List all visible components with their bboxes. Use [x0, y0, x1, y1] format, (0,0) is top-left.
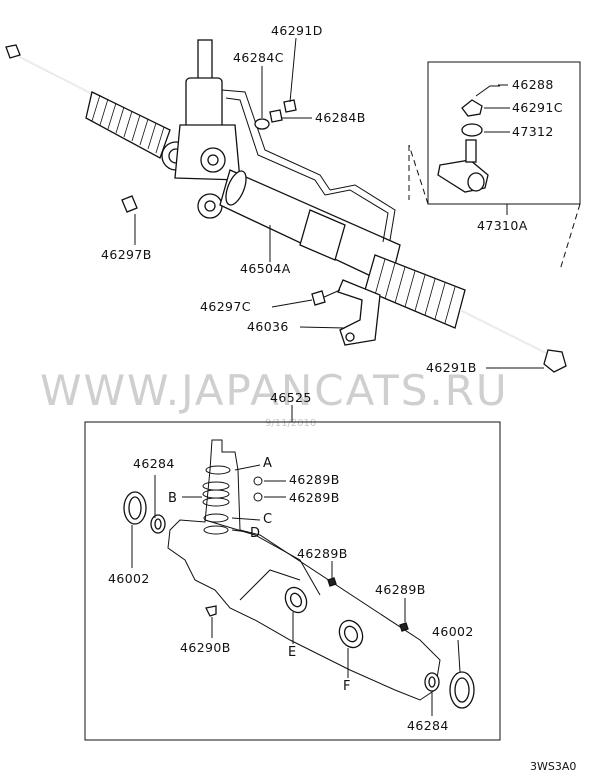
plug-46290B-icon — [205, 605, 217, 617]
kit-boots — [123, 491, 475, 709]
pinion-valve-body — [174, 39, 241, 219]
nut-46291B-icon — [543, 349, 567, 373]
letter-C: C — [263, 512, 272, 527]
steering-rack-assembly — [5, 39, 567, 373]
left-tie-rod-end — [5, 44, 21, 59]
leader-lines-bottom — [131, 464, 461, 716]
letter-B: B — [168, 491, 177, 506]
label-46289B-2: 46289B — [289, 490, 340, 505]
label-46290B: 46290B — [180, 640, 231, 655]
label-47310A: 47310A — [477, 218, 528, 233]
tie-rod-end-inset — [408, 61, 581, 271]
watermark: WWW.JAPANCATS.RU — [40, 366, 509, 415]
kit-seals — [202, 465, 409, 649]
label-46289B-3: 46289B — [297, 546, 348, 561]
seal-B3-icon — [202, 497, 230, 507]
seal-B1-icon — [202, 481, 230, 491]
label-46297B: 46297B — [101, 247, 152, 262]
hydraulic-pipes — [221, 89, 396, 243]
letter-A: A — [263, 456, 272, 471]
label-46297C: 46297C — [200, 299, 251, 314]
washer-47312-icon — [461, 123, 483, 137]
label-46291C: 46291C — [512, 100, 563, 115]
date-stamp: 9/11/2010 — [265, 418, 316, 429]
label-46504A: 46504A — [240, 261, 291, 276]
castle-nut-icon — [461, 99, 483, 117]
o-ring-2-icon — [253, 492, 263, 502]
label-47312: 47312 — [512, 124, 554, 139]
label-46291D: 46291D — [271, 23, 323, 38]
o-ring-4-icon — [399, 622, 409, 632]
label-46525: 46525 — [270, 390, 312, 405]
letter-F: F — [343, 679, 350, 694]
label-46002-left: 46002 — [108, 571, 150, 586]
tie-rod-end-47310A — [437, 139, 489, 193]
seal-C-icon — [203, 513, 229, 523]
label-46002-right: 46002 — [432, 624, 474, 639]
seal-A-icon — [205, 465, 231, 475]
label-46289B-4: 46289B — [375, 582, 426, 597]
label-46284-top: 46284 — [133, 456, 175, 471]
letter-D: D — [250, 526, 260, 541]
leader-lines-top — [134, 37, 544, 369]
small-washers — [254, 99, 297, 130]
cotter-pin-icon — [475, 85, 500, 97]
o-ring-3-icon — [327, 577, 337, 587]
letter-E: E — [288, 645, 296, 660]
left-boot — [85, 91, 171, 159]
right-boot — [364, 254, 466, 329]
bolt-46297B-icon — [121, 179, 173, 213]
label-46284C: 46284C — [233, 50, 284, 65]
label-46284-bottom: 46284 — [407, 718, 449, 733]
label-46288: 46288 — [512, 77, 554, 92]
kit-housing-outline — [167, 439, 441, 701]
label-46284B: 46284B — [315, 110, 366, 125]
label-46036: 46036 — [247, 319, 289, 334]
label-46291B: 46291B — [426, 360, 477, 375]
label-46289B-1: 46289B — [289, 472, 340, 487]
seal-kit-box — [84, 421, 501, 741]
diagram-code: 3WS3A0 — [530, 760, 576, 773]
seal-D-icon — [203, 525, 229, 535]
seal-B2-icon — [202, 489, 230, 499]
clamp-bracket-46036 — [337, 279, 381, 346]
o-ring-1-icon — [253, 476, 263, 486]
bolt-46297C-icon — [311, 289, 341, 306]
